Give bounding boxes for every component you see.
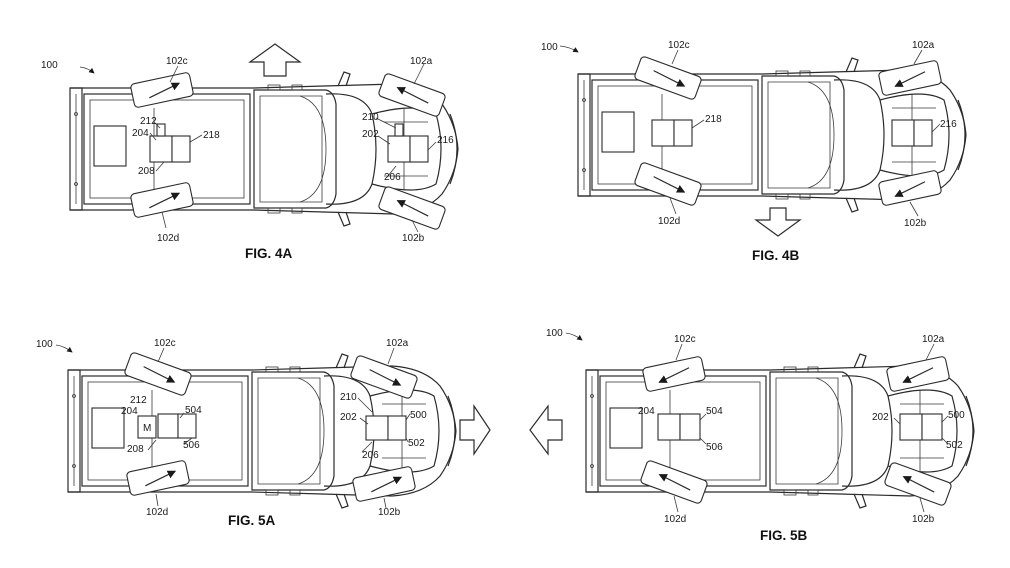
- label-506: 506: [183, 440, 200, 451]
- caption-fig-5a: FIG. 5A: [228, 513, 276, 528]
- wheel-label-102c: 102c: [674, 334, 696, 345]
- wheel-102c: [124, 352, 192, 396]
- label-504: 504: [706, 406, 723, 417]
- down-arrow-icon: [754, 207, 802, 237]
- wheel-102c: [634, 56, 702, 100]
- rear-clutch-2: [177, 413, 197, 439]
- front-actuator: [891, 119, 915, 147]
- figure-5b: 100 102c 102a 102d 102b 204 504 506 202 …: [529, 328, 975, 543]
- front-actuator: [899, 413, 923, 441]
- label-208: 208: [127, 444, 144, 455]
- front-clutch: [921, 413, 943, 441]
- front-clutch: [387, 415, 407, 441]
- label-202: 202: [340, 412, 357, 423]
- wheel-label-102b: 102b: [912, 514, 935, 525]
- label-216: 216: [940, 119, 957, 130]
- left-arrow-icon: [529, 404, 563, 456]
- label-204: 204: [638, 406, 655, 417]
- wheel-label-102d: 102d: [157, 233, 179, 244]
- figure-4a: 100 102c 102a 102d 102b 204 212 218 208 …: [41, 43, 459, 261]
- wheel-label-102b: 102b: [904, 218, 927, 229]
- label-500: 500: [410, 410, 427, 421]
- label-204: 204: [121, 406, 138, 417]
- wheel-102a: [886, 356, 950, 392]
- label-502: 502: [946, 440, 963, 451]
- rear-clutch: [679, 413, 701, 441]
- label-218: 218: [203, 130, 220, 141]
- label-202: 202: [872, 412, 889, 423]
- front-controller: [913, 119, 933, 147]
- label-212: 212: [130, 395, 147, 406]
- wheel-102c: [130, 72, 194, 108]
- wheel-102a: [878, 60, 942, 96]
- wheel-102b: [378, 186, 446, 230]
- ref-label: 100: [36, 339, 53, 350]
- wheel-102a: [378, 73, 446, 117]
- rear-actuator: [149, 135, 173, 163]
- right-arrow-icon: [459, 404, 491, 456]
- wheel-102b: [352, 466, 416, 502]
- ref-label: 100: [41, 60, 58, 71]
- rear-controller: [673, 119, 693, 147]
- label-506: 506: [706, 442, 723, 453]
- ref-label: 100: [546, 328, 563, 339]
- wheel-102b: [884, 462, 952, 506]
- figure-4b: 100 102c 102a 102d 102b 218 216 FIG. 4B: [541, 40, 967, 263]
- rear-actuator: [651, 119, 675, 147]
- rear-actuator: [657, 413, 681, 441]
- wheel-label-102d: 102d: [146, 507, 168, 518]
- caption-fig-5b: FIG. 5B: [760, 528, 808, 543]
- label-208: 208: [138, 166, 155, 177]
- wheel-label-102a: 102a: [410, 56, 433, 67]
- label-218: 218: [705, 114, 722, 125]
- wheel-label-102d: 102d: [658, 216, 680, 227]
- label-216: 216: [437, 135, 454, 146]
- wheel-label-102a: 102a: [912, 40, 935, 51]
- wheel-label-102c: 102c: [668, 40, 690, 51]
- label-206: 206: [384, 172, 401, 183]
- label-210: 210: [340, 392, 357, 403]
- label-210: 210: [362, 112, 379, 123]
- wheel-label-102c: 102c: [154, 338, 176, 349]
- rear-clutch-1: [157, 413, 179, 439]
- ref-label: 100: [541, 42, 558, 53]
- rear-controller: [171, 135, 191, 163]
- motor-label: M: [143, 423, 151, 434]
- wheel-label-102a: 102a: [922, 334, 945, 345]
- front-actuator: [365, 415, 389, 441]
- figure-5a: M 100 102c 102a 102d 102b 212 204 504 50…: [36, 338, 491, 528]
- caption-fig-4b: FIG. 4B: [752, 248, 800, 263]
- label-504: 504: [185, 405, 202, 416]
- wheel-102a: [350, 355, 418, 399]
- front-controller: [409, 135, 429, 163]
- label-204: 204: [132, 128, 149, 139]
- label-500: 500: [948, 410, 965, 421]
- wheel-102d: [634, 162, 702, 206]
- wheel-102d: [130, 182, 194, 218]
- label-212: 212: [140, 116, 157, 127]
- front-actuator: [387, 135, 411, 163]
- wheel-label-102b: 102b: [402, 233, 425, 244]
- wheel-label-102b: 102b: [378, 507, 401, 518]
- wheel-102d: [126, 460, 190, 496]
- wheel-label-102a: 102a: [386, 338, 409, 349]
- wheel-102d: [640, 460, 708, 504]
- wheel-label-102c: 102c: [166, 56, 188, 67]
- wheel-102c: [642, 356, 706, 392]
- label-202: 202: [362, 129, 379, 140]
- wheel-102b: [878, 170, 942, 206]
- up-arrow-icon: [248, 43, 302, 77]
- motor-box: [137, 415, 157, 439]
- caption-fig-4a: FIG. 4A: [245, 246, 293, 261]
- label-502: 502: [408, 438, 425, 449]
- label-206: 206: [362, 450, 379, 461]
- wheel-label-102d: 102d: [664, 514, 686, 525]
